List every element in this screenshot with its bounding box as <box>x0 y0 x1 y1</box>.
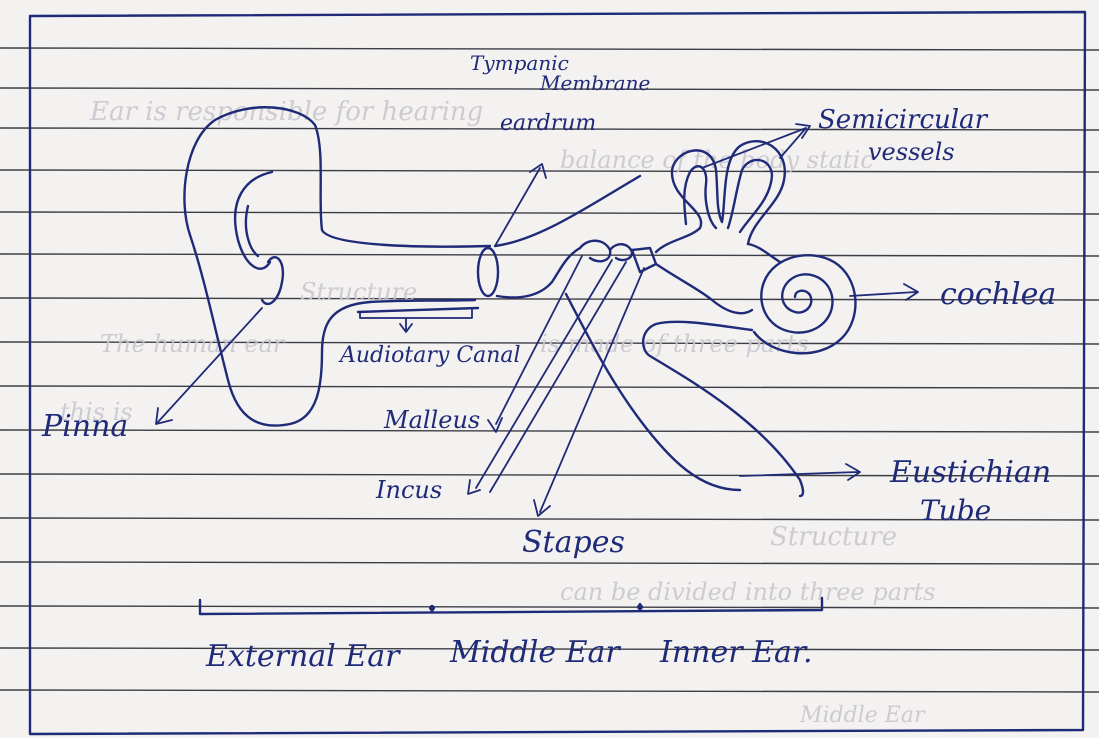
label-tube: Tube <box>920 494 991 527</box>
incus <box>610 244 632 260</box>
section-middle-ear: Middle Ear <box>449 635 621 670</box>
label-stapes: Stapes <box>522 525 625 560</box>
auditory-canal-pointer <box>360 310 472 332</box>
section-inner-ear: Inner Ear. <box>659 635 813 670</box>
section-external-ear: External Ear <box>205 639 401 674</box>
bleed-through-text: Ear is responsible for hearing balance o… <box>60 97 935 728</box>
label-vessels: vessels <box>868 138 955 166</box>
eustachian-pointer <box>740 464 860 480</box>
pinna-pointer <box>156 308 262 424</box>
pinna-outline <box>184 107 490 425</box>
label-eustachian: Eustichian <box>889 455 1051 490</box>
label-incus: Incus <box>375 476 442 504</box>
svg-text:can be divided into three part: can be divided into three parts <box>560 578 935 606</box>
svg-text:Middle Ear: Middle Ear <box>799 703 926 728</box>
svg-text:Ear is responsible for hearing: Ear is responsible for hearing <box>89 97 483 127</box>
bracket-dot-1 <box>429 605 435 611</box>
cochlea-pointer <box>850 284 918 300</box>
label-cochlea: cochlea <box>940 277 1056 312</box>
label-membrane: Membrane <box>539 71 650 95</box>
label-malleus: Malleus <box>383 406 480 434</box>
bracket-dot-2 <box>637 604 643 610</box>
pinna-inner-fold-2 <box>246 206 258 256</box>
auditory-canal-floor <box>358 308 478 312</box>
svg-text:Structure: Structure <box>770 522 897 552</box>
malleus <box>580 241 610 262</box>
label-pinna: Pinna <box>41 409 128 444</box>
label-eardrum: eardrum <box>500 111 596 136</box>
vestibule <box>656 264 752 313</box>
stapes-pointer <box>534 268 644 516</box>
middle-ear-upper-wall <box>495 176 640 246</box>
cochlea-base <box>748 244 780 262</box>
label-semicircular: Semicircular <box>818 105 989 135</box>
tragus <box>262 257 283 304</box>
label-auditory-canal: Audiotary Canal <box>338 343 521 368</box>
svg-text:The human ear: The human ear <box>100 330 286 358</box>
